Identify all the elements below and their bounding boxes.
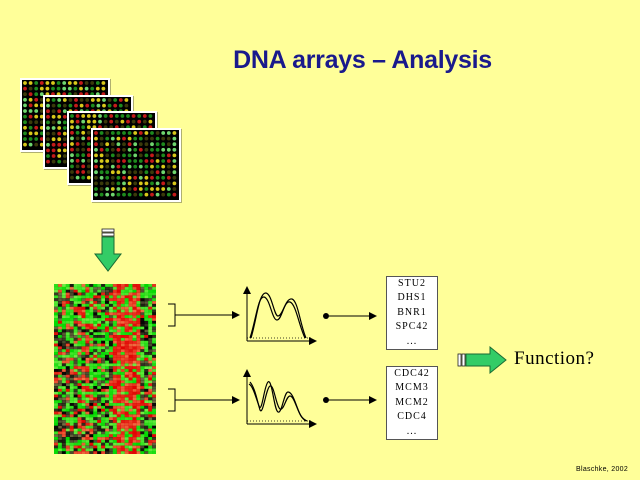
gene-name: MCM3 <box>395 382 429 394</box>
dot-arrow <box>323 312 377 320</box>
footer-credit: Blaschke, 2002 <box>576 466 629 473</box>
gene-name: CDC42 <box>394 368 430 379</box>
arrow-head <box>232 311 240 319</box>
expression-profile-plot <box>243 369 317 428</box>
gene-cluster-list: STU2 DHS1 BNR1 SPC42 ... <box>386 276 438 350</box>
expression-profile-plot <box>243 286 317 345</box>
function-label: Function? <box>514 348 595 369</box>
arrow-head <box>232 396 240 404</box>
gene-name: CDC4 <box>397 411 427 423</box>
slide-title: DNA arrays – Analysis <box>233 46 492 74</box>
right-arrow-icon <box>457 345 507 375</box>
dot-arrow <box>323 396 377 404</box>
microarray-image <box>91 128 181 202</box>
gene-name: BNR1 <box>397 306 427 318</box>
cluster-bracket <box>168 388 232 412</box>
gene-name: ... <box>406 425 418 437</box>
down-arrow-icon <box>93 228 123 272</box>
gene-name: DHS1 <box>397 292 427 304</box>
gene-name: ... <box>406 335 418 347</box>
gene-name: MCM2 <box>395 396 429 408</box>
cluster-bracket <box>168 303 232 327</box>
gene-name: SPC42 <box>395 321 429 333</box>
gene-cluster-list: CDC42 MCM3 MCM2 CDC4 ... <box>386 366 438 440</box>
clustered-heatmap-image <box>54 284 156 454</box>
gene-name: STU2 <box>398 278 426 289</box>
